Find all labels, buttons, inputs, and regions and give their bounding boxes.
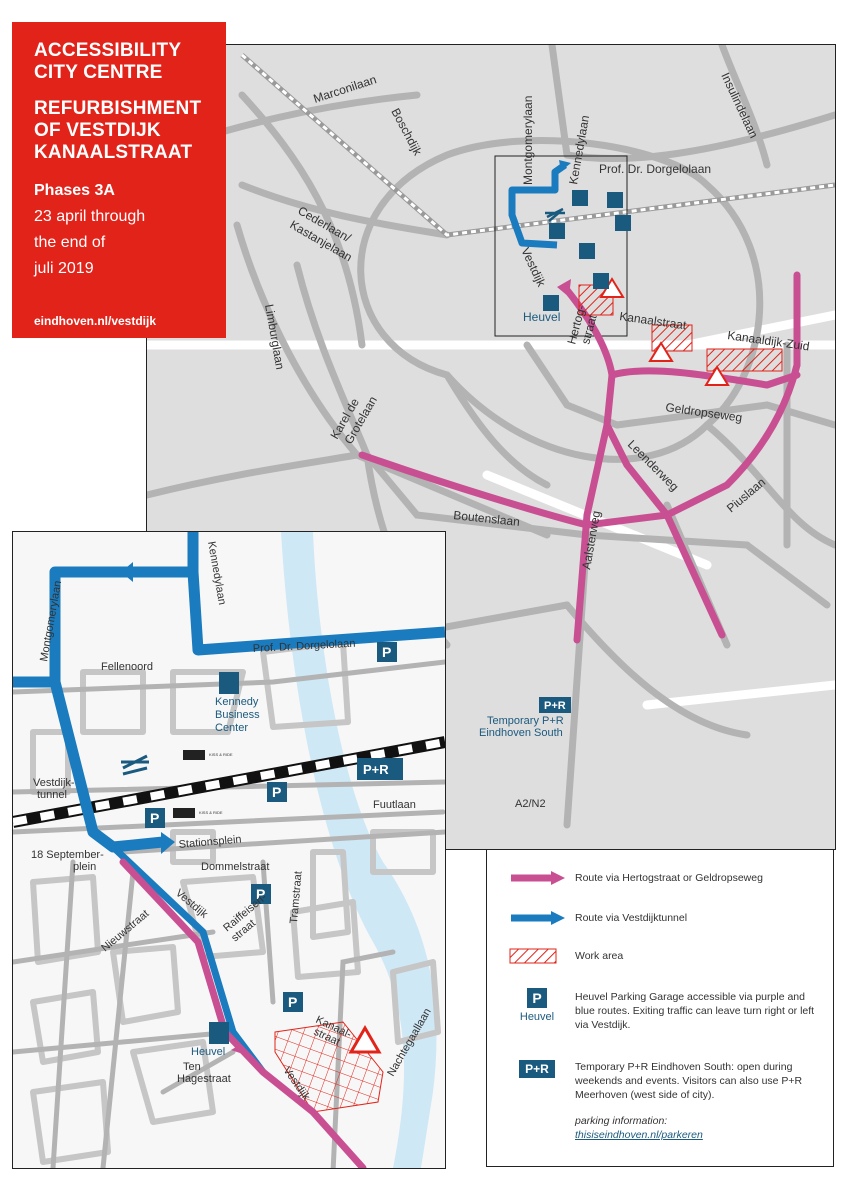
label-heuvel: Heuvel <box>523 310 560 324</box>
label-18-septemberplein-1: 18 September- <box>31 849 104 861</box>
kiss-ride-label-1: KISS & RIDE <box>209 752 233 757</box>
park-and-ride-rail-icon <box>357 758 403 780</box>
work-area-swatch <box>509 948 557 964</box>
title-panel: ACCESSIBILITY CITY CENTRE REFURBISHMENT … <box>12 22 226 338</box>
legend-row-pr: P+R Temporary P+R Eindhoven South: open … <box>487 1058 833 1110</box>
label-a2-n2: A2/N2 <box>515 798 546 810</box>
park-and-ride-legend-icon: P+R <box>519 1060 555 1078</box>
label-stationsplein: Stationsplein <box>178 834 242 851</box>
purple-route-overview <box>358 271 801 644</box>
pr-south-badge-text: P+R <box>544 700 566 712</box>
purple-route-detail <box>119 858 367 1168</box>
kennedy-garage-icon <box>219 672 239 694</box>
date-line-3: juli 2019 <box>34 260 94 277</box>
svg-text:P: P <box>288 994 297 1010</box>
parking-icon <box>543 190 631 311</box>
svg-text:P: P <box>150 810 159 826</box>
ns-train-logo-icon <box>121 754 149 776</box>
building-blocks <box>30 639 441 1165</box>
label-18-septemberplein-2: plein <box>73 861 96 873</box>
park-and-ride-icon <box>539 697 571 713</box>
purple-route-arrow <box>557 279 571 297</box>
work-area-kanaaldijk <box>706 348 783 372</box>
label-montgomerylaan: Montgomerylaan <box>521 96 535 185</box>
heuvel-legend-label: Heuvel <box>519 1011 555 1023</box>
svg-text:P: P <box>272 784 281 800</box>
blue-route-overview <box>508 162 568 249</box>
project-url-link[interactable]: eindhoven.nl/vestdijk <box>34 314 157 328</box>
parking-icon-letters: P P P P P <box>150 644 391 1010</box>
purple-route-arrow-heuvel <box>231 1044 243 1054</box>
blue-route-kennedylaan <box>187 571 445 656</box>
label-fuutlaan: Fuutlaan <box>373 799 416 811</box>
parking-icon <box>145 642 397 1012</box>
date-line-2: the end of <box>34 234 106 251</box>
blue-route-vestdijk <box>49 680 164 853</box>
label-dommelstraat: Dommelstraat <box>201 861 269 873</box>
parking-info-label: parking information: <box>575 1115 668 1127</box>
label-vestdijktunnel-2: tunnel <box>37 789 67 801</box>
title-line-2: CITY CENTRE <box>34 62 163 83</box>
heuvel-garage-icon <box>209 1022 229 1044</box>
blue-route-arrow-loop <box>121 562 133 582</box>
label-vestdijktunnel-1: Vestdijk- <box>33 777 75 789</box>
blue-route-loop <box>13 532 199 688</box>
legend-row-purple: Route via Hertogstraat or Geldropseweg <box>487 868 833 890</box>
purple-route-swatch <box>511 871 565 885</box>
parking-icon: P <box>527 988 547 1008</box>
overview-minor-streets <box>147 310 835 710</box>
date-line-1: 23 april through <box>34 208 146 225</box>
kiss-ride-label-2: KISS & RIDE <box>199 810 223 815</box>
railway-detail-dashes <box>13 738 445 826</box>
blue-route-arrow <box>559 160 571 171</box>
blue-route-swatch <box>511 911 565 925</box>
label-dorgelolaan: Prof. Dr. Dorgelolaan <box>599 162 711 176</box>
legend-blue-text: Route via Vestdijktunnel <box>575 912 688 924</box>
detail-extent-frame <box>494 155 628 337</box>
legend-work-text: Work area <box>575 950 624 962</box>
legend-row-heuvel: P Heuvel Heuvel Parking Garage accessibl… <box>487 988 833 1040</box>
train-logo-icon <box>545 207 565 222</box>
legend-purple-text: Route via Hertogstraat or Geldropseweg <box>575 872 763 884</box>
parking-info-link[interactable]: thisiseindhoven.nl/parkeren <box>575 1129 703 1141</box>
legend-pr-text: Temporary P+R Eindhoven South: open duri… <box>575 1061 803 1101</box>
svg-text:P: P <box>256 886 265 902</box>
title-line-4: OF VESTDIJK <box>34 120 161 141</box>
railway-dashes <box>241 53 835 237</box>
legend-row-blue: Route via Vestdijktunnel <box>487 908 833 930</box>
heuvel-garage-legend-icon: P Heuvel <box>517 988 557 1024</box>
canal-water <box>281 532 437 1168</box>
parking-info-link-wrap: thisiseindhoven.nl/parkeren <box>575 1128 815 1142</box>
label-dorgelolaan: Prof. Dr. Dorgelolaan <box>253 638 356 655</box>
label-ten-hagestraat-1: Ten <box>183 1061 201 1073</box>
label-kbc-1: Kennedy <box>215 696 259 708</box>
label-boutenslaan: Boutenslaan <box>453 508 521 529</box>
label-kbc-3: Center <box>215 722 248 734</box>
blue-route-arrow-stationsplein <box>161 832 175 854</box>
svg-text:P: P <box>382 644 391 660</box>
legend-heuvel-text: Heuvel Parking Garage accessible via pur… <box>575 991 815 1031</box>
title-line-3: REFURBISHMENT <box>34 98 202 119</box>
kiss-and-ride-icon <box>173 750 205 818</box>
title-line-5: KANAALSTRAAT <box>34 142 193 163</box>
label-temporary-pr-2: Eindhoven South <box>479 727 563 739</box>
roadwork-sign-icon <box>348 1025 382 1054</box>
pr-rail-badge-text: P+R <box>363 762 389 777</box>
label-temporary-pr-1: Temporary P+R <box>487 715 564 727</box>
title-line-1: ACCESSIBILITY <box>34 40 182 61</box>
phase-label: Phases 3A <box>34 182 115 199</box>
label-kbc-2: Business <box>215 709 260 721</box>
label-tramstraat: Tramstraat <box>288 871 305 925</box>
map-legend: Route via Hertogstraat or Geldropseweg R… <box>486 849 834 1167</box>
label-fellenoord: Fellenoord <box>101 661 153 673</box>
legend-row-work: Work area <box>487 946 833 968</box>
legend-parking-info: parking information: thisiseindhoven.nl/… <box>487 1114 833 1144</box>
label-heuvel: Heuvel <box>191 1046 225 1058</box>
label-ten-hagestraat-2: Hagestraat <box>177 1073 231 1085</box>
